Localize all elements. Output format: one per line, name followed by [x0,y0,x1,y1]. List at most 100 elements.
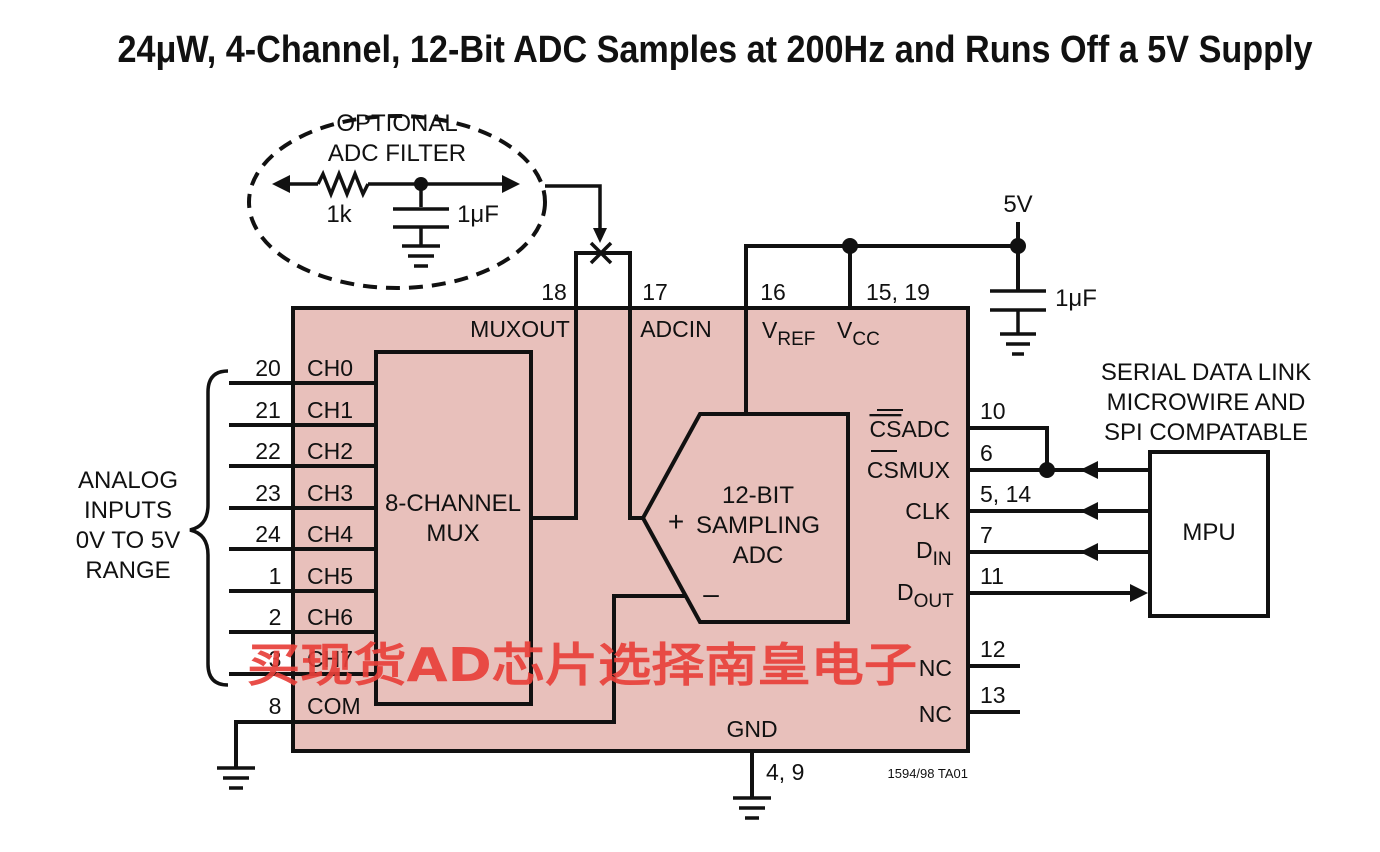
pin-number: 13 [980,682,1006,708]
pin-label-ch4: CH4 [307,521,353,547]
com-wire [234,720,295,769]
csmux-arrow-icon [1080,461,1098,479]
adc-block [640,412,850,624]
pin-label-gnd: GND [726,716,777,742]
vref-main: V [762,317,778,343]
pin-number: 21 [255,397,281,423]
filter-label-2: ADC FILTER [328,140,466,167]
pin-number-17: 17 [642,279,668,305]
dout-main: D [897,579,914,605]
adc-label-3: ADC [733,542,784,569]
mux-label-2: MUX [426,520,479,547]
pin-label-ch3: CH3 [307,480,353,506]
pin-label-ch7: CH7 [307,646,353,672]
pin-label-ch1: CH1 [307,397,353,423]
mux-block [374,350,533,706]
vcc-junction-dot [842,238,858,254]
cs-junction-dot [1039,462,1055,478]
supply-cap-value: 1μF [1055,285,1097,312]
pin-number: 23 [255,480,281,506]
pin-label-csadc: CSADC [869,416,950,442]
analog-inputs-brace [189,369,229,687]
pin-number: 2 [269,604,282,630]
analog-label-4: RANGE [85,557,170,584]
pin-number: 10 [980,398,1006,424]
pin-number: 7 [980,522,993,548]
analog-label-1: ANALOG [78,467,178,494]
pin-label-ch0: CH0 [307,355,353,381]
adc-plus-sign: + [668,506,684,537]
mpu-block [1148,450,1270,618]
pin-label-vref: VREF [762,317,815,350]
csadc-wire [966,426,1049,472]
resistor-value: 1k [326,201,352,228]
pin-label-nc13: NC [919,701,952,727]
pin-label-ch5: CH5 [307,563,353,589]
right-pin-wires [966,426,1152,714]
mux-label-1: 8-CHANNEL [385,490,521,517]
mpu-label: MPU [1182,519,1235,546]
analog-label-3: 0V TO 5V [76,527,181,554]
pin-number: 1 [269,563,282,589]
filter-label-1: OPTIONAL [336,110,457,137]
left-pin-numbers: 20 21 22 23 24 1 2 3 8 [255,355,281,719]
pin-number: 8 [269,693,282,719]
pin-label-din: DIN [916,537,952,570]
pin-number: 24 [255,521,281,547]
pin-label-ch2: CH2 [307,438,353,464]
left-pin-labels: CH0 CH1 CH2 CH3 CH4 CH5 CH6 CH7 COM [307,355,361,719]
csmux-overbar: CS [867,457,899,483]
filter-pointer-line [545,184,602,232]
watermark: 买现货AD芯片选择南皇电子 [247,638,917,692]
csadc-rest: ADC [901,416,950,442]
pin-label-com: COM [307,693,361,719]
pin-number: 20 [255,355,281,381]
dout-arrow-icon [1130,584,1148,602]
right-pin-labels: CSADC CSMUX CLK DIN DOUT NC NC [867,409,954,727]
pin-number: 6 [980,440,993,466]
serial-label-3: SPI COMPATABLE [1104,419,1308,446]
vref-sub: REF [777,329,815,350]
analog-label-2: INPUTS [84,497,172,524]
arrow-down-icon [593,228,607,243]
cut-x-icon-b [589,241,613,265]
pin-number-16: 16 [760,279,786,305]
clk-arrow-icon [1080,502,1098,520]
vcc-sub: CC [852,329,879,350]
din-main: D [916,537,933,563]
adc-minus-wire [291,594,685,724]
arrow-left-icon [272,175,290,193]
left-pin-wires [229,381,378,769]
pin-label-ch6: CH6 [307,604,353,630]
adc-label-2: SAMPLING [696,512,820,539]
pin-number: 11 [980,563,1004,589]
arrow-right-icon [502,175,520,193]
filter-cap-value: 1μF [457,201,499,228]
pin-number: 3 [269,646,282,672]
serial-label-1: SERIAL DATA LINK [1101,359,1311,386]
adc-minus-sign: – [703,578,719,609]
pin-number: 22 [255,438,281,464]
vref-wire [744,244,1020,416]
csadc-overbar: CS [869,416,901,442]
dout-sub: OUT [914,591,955,612]
pin-label-muxout: MUXOUT [470,316,570,342]
pin-label-vcc: VCC [837,317,880,350]
supply-voltage: 5V [1003,191,1032,218]
pin-label-csmux: CSMUX [867,457,950,483]
csmux-rest: MUX [899,457,950,483]
optional-filter-outline [247,114,547,290]
pin-label-dout: DOUT [897,579,954,612]
right-pin-numbers: 10 6 5, 14 7 11 12 13 [980,398,1031,708]
page-title: 24μW, 4-Channel, 12-Bit ADC Samples at 2… [118,29,1313,71]
vcc-main: V [837,317,853,343]
pin-label-clk: CLK [905,498,950,524]
pin-number: 12 [980,636,1006,662]
pin-number-18: 18 [541,279,567,305]
resistor-symbol [316,169,370,199]
din-sub: IN [933,549,952,570]
din-arrow-icon [1080,543,1098,561]
figure-id: 1594/98 TA01 [888,766,968,781]
